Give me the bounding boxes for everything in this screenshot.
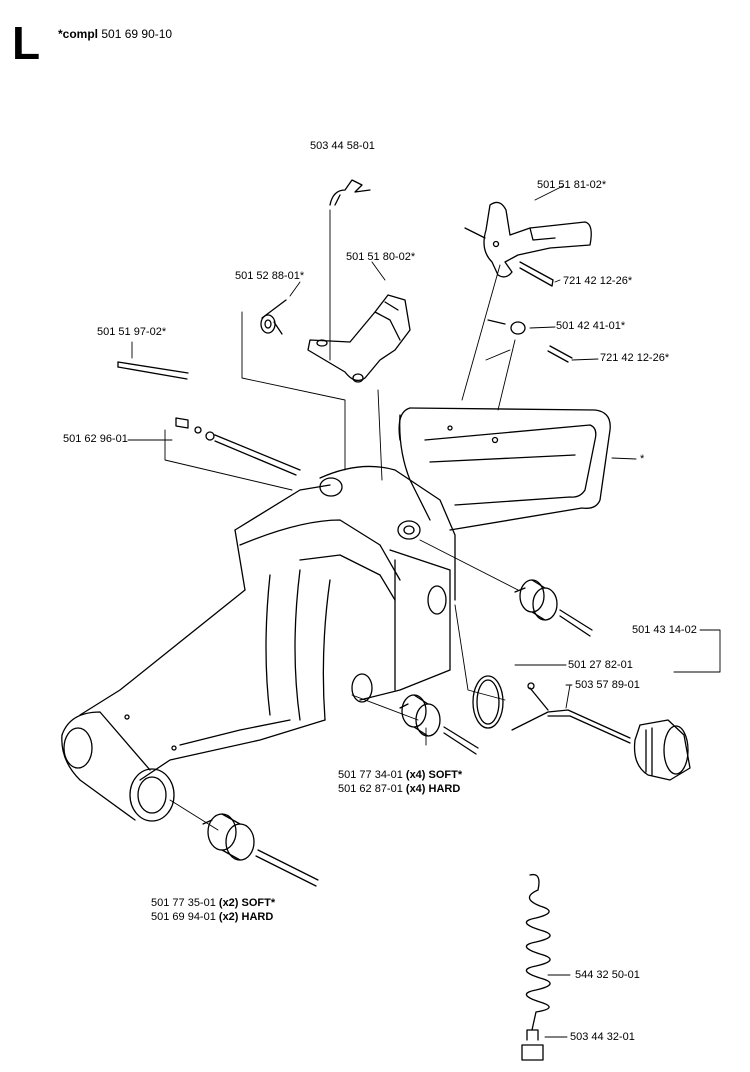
- spring-clip: [329, 179, 371, 206]
- fuel-hose-coil: [525, 873, 551, 1031]
- part-label-501278201: 501 27 82-01: [568, 659, 633, 671]
- av-mount-upper: [514, 579, 593, 637]
- part-label-501518102: 501 51 81-02*: [537, 179, 607, 191]
- trigger-spring: [260, 299, 287, 335]
- quantity-501699401: (x2) HARD: [218, 911, 274, 923]
- sleeves-and-bolt: [175, 417, 301, 476]
- compl-prefix: *compl: [58, 27, 99, 41]
- part-number-501699401: 501 69 94-01: [151, 911, 216, 923]
- tank-housing: [61, 407, 611, 822]
- av-mount-middle: [399, 694, 479, 755]
- compl-number: 501 69 90-10: [101, 27, 173, 41]
- part-label-721421226-a: 721 42 12-26*: [563, 275, 633, 287]
- part-label-721421226-b: 721 42 12-26*: [600, 352, 670, 364]
- part-label-501431402: 501 43 14-02: [632, 624, 697, 636]
- part-label-501519702: 501 51 97-02*: [97, 326, 167, 338]
- small-spring-pin: [487, 319, 573, 363]
- quantity-501628701: (x4) HARD: [405, 783, 461, 795]
- part-label-501424101: 501 42 41-01*: [556, 320, 626, 332]
- part-number-501628701: 501 62 87-01: [338, 783, 403, 795]
- part-label-501629601: 501 62 96-01: [63, 433, 128, 445]
- throttle-trigger: [464, 201, 592, 287]
- filter-weight: [521, 1029, 544, 1061]
- part-label-503445801: 503 44 58-01: [310, 140, 375, 152]
- quantity-501773501: (x2) SOFT*: [218, 897, 276, 909]
- section-letter: L: [12, 17, 41, 69]
- long-pin: [117, 361, 189, 380]
- part-label-501528801: 501 52 88-01*: [235, 270, 305, 282]
- part-number-501773401: 501 77 34-01: [338, 769, 403, 781]
- throttle-lockout: [307, 294, 411, 383]
- part-label-501518002: 501 51 80-02*: [346, 251, 416, 263]
- part-label-503578901: 503 57 89-01: [575, 679, 640, 691]
- part-label-503443201: 503 44 32-01: [570, 1031, 635, 1043]
- leader-lines: [127, 185, 721, 1038]
- part-label-501699401: 501 69 94-01 (x2) HARD: [151, 911, 273, 924]
- part-label-star: *: [640, 453, 645, 465]
- o-ring: [472, 675, 504, 729]
- part-label-501773401: 501 77 34-01 (x4) SOFT*: [338, 769, 462, 782]
- av-mount-lower: [202, 813, 319, 887]
- quantity-501773401: (x4) SOFT*: [405, 769, 463, 781]
- part-label-544325001: 544 32 50-01: [575, 969, 640, 981]
- part-number-501773501: 501 77 35-01: [151, 897, 216, 909]
- part-label-501628701: 501 62 87-01 (x4) HARD: [338, 783, 460, 796]
- fuel-cap: [633, 719, 691, 781]
- fuel-filter-line: [511, 682, 631, 744]
- complete-part-number: *compl 501 69 90-10: [58, 27, 172, 41]
- part-label-501773501: 501 77 35-01 (x2) SOFT*: [151, 897, 275, 910]
